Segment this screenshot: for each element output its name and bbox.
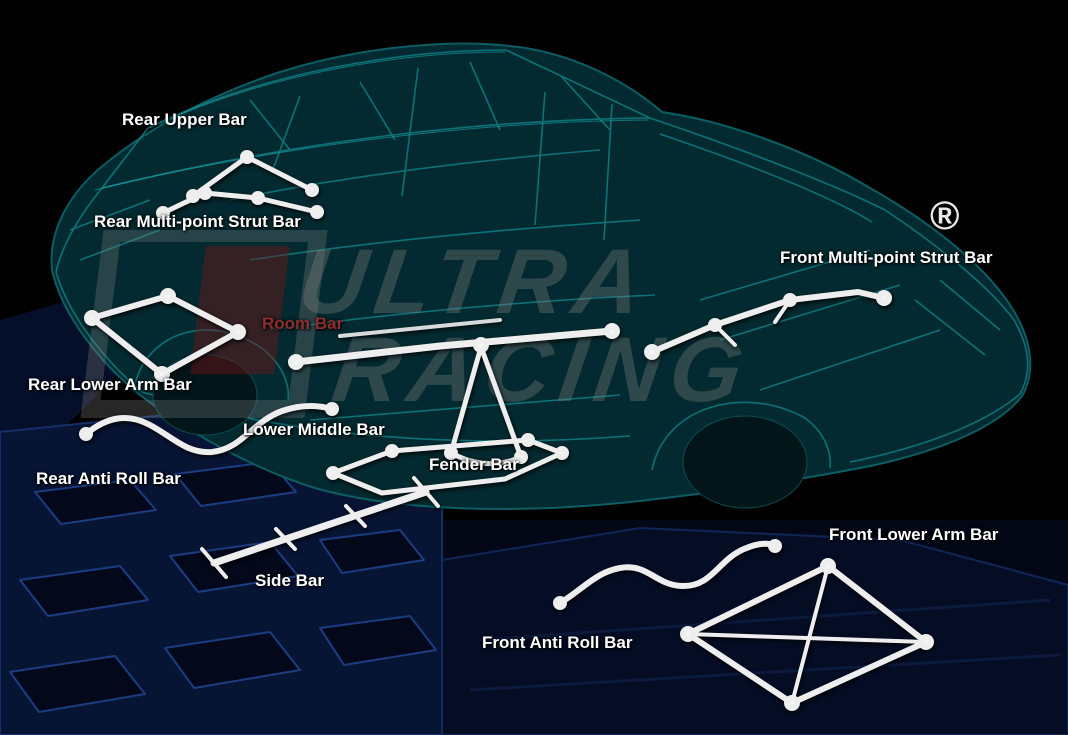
lower-middle-bar-part [326, 433, 569, 496]
label-rear-anti-roll-bar: Rear Anti Roll Bar [36, 469, 181, 488]
rear-multi-point-strut-bar-part [156, 186, 324, 220]
rear-anti-roll-bar-part [79, 402, 339, 456]
car-silhouette [50, 42, 1032, 510]
car-frame-lines [55, 49, 1029, 471]
rear-wheel-arch [152, 354, 258, 436]
label-rear-multi-point-strut-bar: Rear Multi-point Strut Bar [94, 212, 301, 231]
car-body-wireframe [50, 42, 1032, 510]
label-rear-lower-arm-bar: Rear Lower Arm Bar [28, 375, 192, 394]
label-fender-bar: Fender Bar [429, 455, 519, 474]
label-rear-upper-bar: Rear Upper Bar [122, 110, 247, 129]
front-multi-point-strut-bar-part [644, 289, 892, 360]
room-bar-part [288, 318, 620, 370]
label-front-multi-point-strut-bar: Front Multi-point Strut Bar [780, 248, 993, 267]
car-highlight-lines [94, 51, 649, 191]
label-front-anti-roll-bar: Front Anti Roll Bar [482, 633, 633, 652]
chassis-cutouts [9, 461, 437, 713]
side-bar-part [200, 476, 440, 579]
label-side-bar: Side Bar [255, 571, 324, 590]
chassis-rails [469, 598, 1061, 692]
front-wheel-arch [682, 415, 808, 509]
label-front-lower-arm-bar: Front Lower Arm Bar [829, 525, 999, 544]
registered-trademark-symbol: ® [930, 194, 960, 238]
front-anti-roll-bar-part [553, 539, 782, 610]
fender-bar-part [444, 337, 528, 467]
front-lower-arm-bar-part [680, 558, 934, 711]
rear-lower-arm-bar-part [84, 288, 246, 382]
label-room-bar: Room Bar [262, 314, 344, 333]
label-lower-middle-bar: Lower Middle Bar [243, 420, 385, 439]
